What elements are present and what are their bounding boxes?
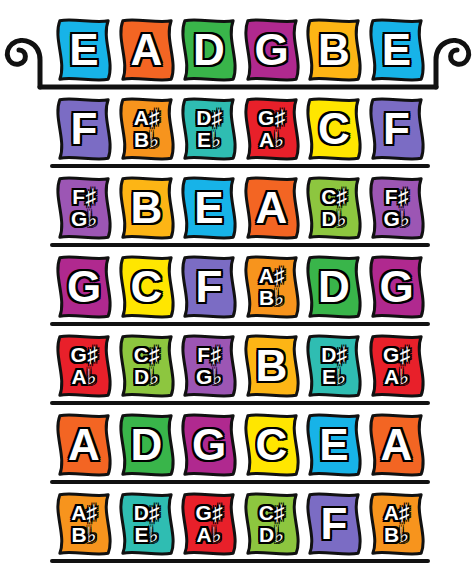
note-name: C [131,265,163,309]
note-name: F♯ G♭ [196,344,222,388]
note-name: C♯ D♭ [134,344,160,388]
note-tile: G [180,413,238,477]
fret-line [52,243,428,247]
note-tile: A♯ B♭ [55,492,113,556]
note-tile: E [180,176,238,240]
note-name: C [318,107,350,151]
note-name: D♯ E♭ [321,344,347,388]
note-tile: E [368,18,426,82]
note-tile: G♯ A♭ [180,492,238,556]
note-tile: G [243,18,301,82]
note-name: F [383,107,410,151]
note-name: D [131,423,163,467]
fret-line [52,164,428,168]
note-name: A [256,186,288,230]
note-name: G♯ A♭ [383,344,410,388]
note-name: A♯ B♭ [71,502,97,546]
note-tile: C♯ D♭ [243,492,301,556]
note-name: G [254,28,288,72]
note-name: B [256,344,288,388]
note-tile: B [118,176,176,240]
note-name: A♯ B♭ [134,107,160,151]
note-name: A♯ B♭ [259,265,285,309]
scroll-right [436,41,469,87]
note-name: C♯ D♭ [259,502,285,546]
note-tile: G [368,255,426,319]
note-tile: A [55,413,113,477]
note-tile: A [368,413,426,477]
scroll-left [7,41,40,87]
note-name: B [318,28,350,72]
note-tile: D [305,255,363,319]
note-tile: D [118,413,176,477]
note-name: E [69,28,98,72]
note-tile: A♯ B♭ [368,492,426,556]
note-tile: F [305,492,363,556]
note-name: A [381,423,413,467]
note-tile: D [180,18,238,82]
note-name: E [319,423,348,467]
note-name: A [131,28,163,72]
note-tile: C [305,97,363,161]
note-name: E [382,28,411,72]
note-tile: C [118,255,176,319]
note-tile: B [305,18,363,82]
note-name: F♯ G♭ [383,186,409,230]
nut [40,85,436,90]
note-name: D [318,265,350,309]
note-tile: D♯ E♭ [118,492,176,556]
note-name: C [256,423,288,467]
note-name: G♯ A♭ [258,107,285,151]
fret-line [52,480,428,484]
note-tile: F♯ G♭ [368,176,426,240]
note-tile: C [243,413,301,477]
note-tile: D♯ E♭ [180,97,238,161]
note-name: E [194,186,223,230]
note-tile: F♯ G♭ [180,334,238,398]
note-name: F [196,265,223,309]
note-tile: G♯ A♭ [243,97,301,161]
note-name: G [379,265,413,309]
note-name: G♯ A♭ [196,502,223,546]
note-name: B [131,186,163,230]
note-name: D♯ E♭ [196,107,222,151]
note-name: D♯ E♭ [134,502,160,546]
note-tile: A♯ B♭ [118,97,176,161]
note-tile: A♯ B♭ [243,255,301,319]
note-name: D [193,28,225,72]
note-tile: A [118,18,176,82]
note-tile: F♯ G♭ [55,176,113,240]
note-tile: B [243,334,301,398]
note-tile: E [55,18,113,82]
fret-line [52,401,428,405]
note-tile: F [55,97,113,161]
note-tile: C♯ D♭ [118,334,176,398]
note-tile: G♯ A♭ [368,334,426,398]
note-name: G♯ A♭ [71,344,98,388]
note-tile: E [305,413,363,477]
fret-line [52,559,428,563]
note-tile: A [243,176,301,240]
note-name: A♯ B♭ [384,502,410,546]
note-tile: F [180,255,238,319]
note-name: F♯ G♭ [71,186,97,230]
note-tile: D♯ E♭ [305,334,363,398]
note-name: F [71,107,98,151]
note-tile: G [55,255,113,319]
note-name: A [68,423,100,467]
fret-line [52,322,428,326]
note-name: G [192,423,226,467]
note-name: G [67,265,101,309]
note-tile: C♯ D♭ [305,176,363,240]
note-tile: F [368,97,426,161]
note-name: F [321,502,348,546]
note-tile: G♯ A♭ [55,334,113,398]
note-name: C♯ D♭ [321,186,347,230]
